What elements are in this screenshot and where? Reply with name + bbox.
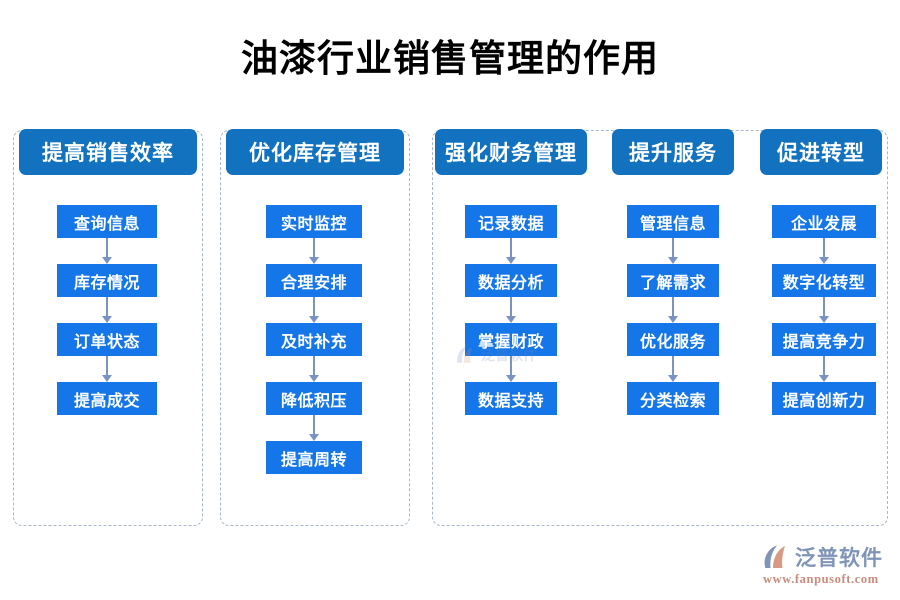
arrow-head-icon [819, 316, 829, 323]
flow-node[interactable]: 企业发展 [772, 205, 876, 238]
flow-arrow [818, 238, 830, 264]
flow-arrow [505, 356, 517, 382]
flow-node[interactable]: 订单状态 [57, 323, 157, 356]
flow-node[interactable]: 合理安排 [266, 264, 362, 297]
arrow-shaft [510, 297, 512, 316]
arrow-head-icon [102, 316, 112, 323]
arrow-shaft [313, 238, 315, 257]
arrow-head-icon [819, 257, 829, 264]
arrow-shaft [313, 297, 315, 316]
arrow-shaft [106, 297, 108, 316]
arrow-head-icon [309, 375, 319, 382]
arrow-shaft [672, 297, 674, 316]
arrow-head-icon [102, 257, 112, 264]
flow-node[interactable]: 降低积压 [266, 382, 362, 415]
brand-logo: 泛普软件 www.fanpusoft.com [762, 543, 894, 589]
flow-node[interactable]: 提高周转 [266, 441, 362, 474]
column-header-promote-transformation[interactable]: 促进转型 [760, 129, 882, 175]
flow-node[interactable]: 数字化转型 [772, 264, 876, 297]
flow-node[interactable]: 查询信息 [57, 205, 157, 238]
flow-node[interactable]: 提高创新力 [772, 382, 876, 415]
page-title: 油漆行业销售管理的作用 [241, 39, 659, 80]
flow-node[interactable]: 记录数据 [465, 205, 557, 238]
arrow-shaft [823, 297, 825, 316]
logo-brand-text: 泛普软件 [795, 546, 883, 570]
flow-arrow [667, 238, 679, 264]
flow-node[interactable]: 优化服务 [627, 323, 719, 356]
flow-node[interactable]: 数据分析 [465, 264, 557, 297]
arrow-head-icon [819, 375, 829, 382]
arrow-head-icon [309, 434, 319, 441]
flow-node[interactable]: 实时监控 [266, 205, 362, 238]
flow-node[interactable]: 提高竞争力 [772, 323, 876, 356]
arrow-shaft [313, 415, 315, 434]
flow-arrow [308, 297, 320, 323]
flow-arrow [308, 238, 320, 264]
column-header-optimize-inventory[interactable]: 优化库存管理 [226, 129, 404, 175]
flow-arrow [308, 415, 320, 441]
flow-node[interactable]: 数据支持 [465, 382, 557, 415]
arrow-shaft [823, 238, 825, 257]
arrow-head-icon [309, 316, 319, 323]
flow-node[interactable]: 提高成交 [57, 382, 157, 415]
arrow-shaft [672, 356, 674, 375]
column-header-improve-sales-efficiency[interactable]: 提高销售效率 [19, 129, 197, 175]
arrow-shaft [313, 356, 315, 375]
logo-url-text: www.fanpusoft.com [763, 572, 879, 586]
arrow-head-icon [309, 257, 319, 264]
flow-arrow [667, 356, 679, 382]
arrow-head-icon [506, 316, 516, 323]
arrow-head-icon [668, 257, 678, 264]
arrow-head-icon [668, 375, 678, 382]
flow-arrow [101, 238, 113, 264]
arrow-shaft [510, 356, 512, 375]
flow-node[interactable]: 掌握财政 [465, 323, 557, 356]
flow-node[interactable]: 库存情况 [57, 264, 157, 297]
flow-node[interactable]: 及时补充 [266, 323, 362, 356]
flow-node[interactable]: 分类检索 [627, 382, 719, 415]
arrow-shaft [672, 238, 674, 257]
arrow-shaft [106, 356, 108, 375]
flow-node[interactable]: 管理信息 [627, 205, 719, 238]
flow-arrow [818, 356, 830, 382]
arrow-shaft [823, 356, 825, 375]
logo-row: 泛普软件 [762, 543, 883, 571]
flow-arrow [505, 238, 517, 264]
flow-arrow [101, 297, 113, 323]
flow-arrow [308, 356, 320, 382]
arrow-head-icon [506, 257, 516, 264]
fanpu-logo-icon [762, 544, 790, 570]
column-header-improve-service[interactable]: 提升服务 [612, 129, 734, 175]
column-header-strengthen-finance[interactable]: 强化财务管理 [435, 129, 587, 175]
arrow-head-icon [668, 316, 678, 323]
flow-arrow [667, 297, 679, 323]
arrow-shaft [106, 238, 108, 257]
flow-arrow [101, 356, 113, 382]
arrow-head-icon [506, 375, 516, 382]
flow-arrow [818, 297, 830, 323]
arrow-shaft [510, 238, 512, 257]
flow-node[interactable]: 了解需求 [627, 264, 719, 297]
arrow-head-icon [102, 375, 112, 382]
flow-arrow [505, 297, 517, 323]
